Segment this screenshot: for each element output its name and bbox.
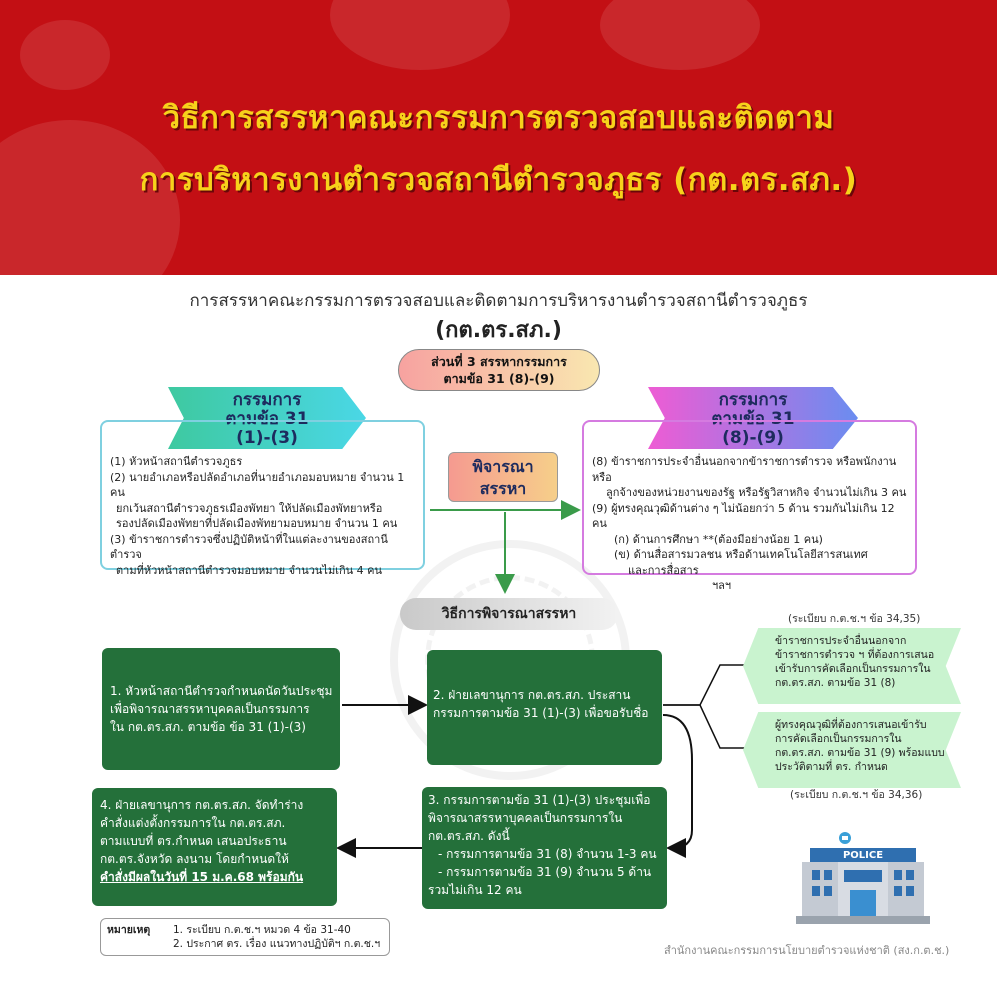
ribbon-item-9: ผู้ทรงคุณวุฒิที่ต้องการเสนอเข้ารับ การคั… bbox=[743, 712, 961, 788]
ribbon2-line: กต.ตร.สภ. ตามข้อ 31 (9) พร้อมแบบ bbox=[775, 747, 945, 759]
left-committee-banner: กรรมการ ตามข้อ 31 (1)-(3) bbox=[168, 387, 366, 449]
diagram-title: การสรรหาคณะกรรมการตรวจสอบและติดตามการบริ… bbox=[189, 291, 808, 311]
left-item: (3) ข้าราชการตำรวจซึ่งปฏิบัติหน้าที่ในแต… bbox=[110, 532, 388, 562]
banner-title-line1: วิธีการสรรหาคณะกรรมการตรวจสอบและติดตาม bbox=[162, 100, 835, 136]
step3-line: กต.ตร.สภ. ดังนี้ bbox=[428, 829, 510, 843]
right-committee-banner: กรรมการ ตามข้อ 31 (8)-(9) bbox=[648, 387, 858, 449]
step3-box: 3. กรรมการตามข้อ 31 (1)-(3) ประชุมเพื่อ … bbox=[422, 787, 667, 909]
step1-box: 1. หัวหน้าสถานีตำรวจกำหนดนัดวันประชุม เพ… bbox=[102, 648, 340, 770]
note-label: หมายเหตุ bbox=[107, 924, 151, 936]
ref-top: (ระเบียบ ก.ต.ช.ฯ ข้อ 34,35) bbox=[788, 613, 921, 625]
step2-box: 2. ฝ่ายเลขานุการ กต.ตร.สภ. ประสาน กรรมกา… bbox=[427, 650, 662, 765]
ribbon1-line: ข้าราชการประจำอื่นนอกจาก bbox=[775, 635, 907, 647]
left-committee-box: (1) หัวหน้าสถานีตำรวจภูธร (2) นายอำเภอหร… bbox=[100, 420, 425, 577]
step4-effective-date: คำสั่งมีผลในวันที่ 15 ม.ค.68 พร้อมกัน bbox=[100, 870, 304, 884]
right-item: และการสื่อสาร bbox=[628, 563, 699, 577]
step4-line: คำสั่งแต่งตั้งกรรมการใน กต.ตร.สภ. bbox=[100, 816, 286, 830]
note-box: หมายเหตุ 1. ระเบียบ ก.ต.ช.ฯ หมวด 4 ข้อ 3… bbox=[100, 918, 390, 956]
step1-line: ใน กต.ตร.สภ. ตามข้อ ข้อ 31 (1)-(3) bbox=[110, 720, 306, 734]
step4-box: 4. ฝ่ายเลขานุการ กต.ตร.สภ. จัดทำร่าง คำส… bbox=[92, 788, 337, 906]
part3-line1: ส่วนที่ 3 สรรหากรรมการ bbox=[431, 354, 567, 369]
right-banner-line3: (8)-(9) bbox=[722, 428, 784, 448]
note-item: 1. ระเบียบ ก.ต.ช.ฯ หมวด 4 ข้อ 31-40 bbox=[173, 924, 351, 936]
step1-line: เพื่อพิจารณาสรรหาบุคคลเป็นกรรมการ bbox=[110, 702, 310, 716]
step3-line: - กรรมการตามข้อ 31 (8) จำนวน 1-3 คน bbox=[438, 847, 657, 861]
left-item: รองปลัดเมืองพัทยาที่ปลัดเมืองพัทยามอบหมา… bbox=[116, 517, 398, 530]
step3-line: พิจารณาสรรหาบุคคลเป็นกรรมการใน bbox=[428, 811, 623, 825]
step4-line: ตามแบบที่ ตร.กำหนด เสนอประธาน bbox=[100, 834, 287, 848]
part3-line2: ตามข้อ 31 (8)-(9) bbox=[443, 371, 555, 386]
step3-line: - กรรมการตามข้อ 31 (9) จำนวน 5 ด้าน bbox=[438, 865, 652, 879]
step3-line: 3. กรรมการตามข้อ 31 (1)-(3) ประชุมเพื่อ bbox=[428, 793, 651, 807]
left-item: (2) นายอำเภอหรือปลัดอำเภอที่นายอำเภอมอบห… bbox=[110, 470, 405, 500]
right-banner-line1: กรรมการ bbox=[718, 390, 788, 410]
ribbon1-line: กต.ตร.สภ. ตามข้อ 31 (8) bbox=[775, 677, 896, 689]
step3-line: รวมไม่เกิน 12 คน bbox=[428, 883, 522, 897]
ribbon1-line: ข้าราชการตำรวจ ฯ ที่ต้องการเสนอ bbox=[775, 649, 935, 661]
step4-line: กต.ตร.จังหวัด ลงนาม โดยกำหนดให้ bbox=[100, 852, 289, 866]
police-station-icon: POLICE bbox=[788, 828, 938, 928]
step4-line: 4. ฝ่ายเลขานุการ กต.ตร.สภ. จัดทำร่าง bbox=[100, 798, 304, 812]
consider-line2: สรรหา bbox=[479, 479, 527, 498]
banner-title-line2: การบริหารงานตำรวจสถานีตำรวจภูธร (กต.ตร.ส… bbox=[139, 162, 858, 198]
ribbon-item-8: ข้าราชการประจำอื่นนอกจาก ข้าราชการตำรวจ … bbox=[743, 628, 961, 704]
left-item: ยกเว้นสถานีตำรวจภูธรเมืองพัทยา ให้ปลัดเม… bbox=[116, 501, 383, 515]
diagram-subtitle: (กต.ตร.สภ.) bbox=[435, 318, 562, 343]
right-item: ลูกจ้างของหน่วยงานของรัฐ หรือรัฐวิสาหกิจ… bbox=[606, 486, 907, 499]
header-banner: วิธีการสรรหาคณะกรรมการตรวจสอบและติดตาม ก… bbox=[0, 0, 997, 275]
right-committee-box: (8) ข้าราชการประจำอื่นนอกจากข้าราชการตำร… bbox=[582, 420, 917, 592]
ribbon1-line: เข้ารับการคัดเลือกเป็นกรรมการใน bbox=[775, 663, 931, 675]
step2-line: 2. ฝ่ายเลขานุการ กต.ตร.สภ. ประสาน bbox=[433, 688, 631, 702]
footer-credit: สำนักงานคณะกรรมการนโยบายตำรวจแห่งชาติ (ส… bbox=[664, 944, 950, 957]
step2-line: กรรมการตามข้อ 31 (1)-(3) เพื่อขอรับชื่อ bbox=[433, 706, 649, 720]
right-banner-line2: ตามข้อ 31 bbox=[711, 409, 795, 429]
consider-badge: พิจารณา สรรหา bbox=[448, 452, 558, 502]
right-item: (8) ข้าราชการประจำอื่นนอกจากข้าราชการตำร… bbox=[592, 455, 897, 484]
step1-line: 1. หัวหน้าสถานีตำรวจกำหนดนัดวันประชุม bbox=[110, 684, 333, 698]
right-item: (ข) ด้านสื่อสารมวลชน หรือด้านเทคโนโลยีสา… bbox=[614, 548, 868, 561]
method-label: วิธีการพิจารณาสรรหา bbox=[400, 598, 618, 630]
police-sign: POLICE bbox=[842, 850, 884, 861]
left-banner-line1: กรรมการ bbox=[232, 390, 302, 410]
ref-bottom: (ระเบียบ ก.ต.ช.ฯ ข้อ 34,36) bbox=[790, 789, 923, 801]
left-banner-line2: ตามข้อ 31 bbox=[225, 409, 309, 429]
right-item: (ก) ด้านการศึกษา **(ต้องมีอย่างน้อย 1 คน… bbox=[614, 532, 823, 546]
left-banner-line3: (1)-(3) bbox=[236, 428, 298, 448]
part3-badge: ส่วนที่ 3 สรรหากรรมการ ตามข้อ 31 (8)-(9) bbox=[398, 349, 600, 391]
right-item-etc: ฯลฯ bbox=[712, 579, 732, 592]
note-item: 2. ประกาศ ตร. เรื่อง แนวทางปฏิบัติฯ ก.ต.… bbox=[173, 938, 381, 950]
ribbon2-line: ผู้ทรงคุณวุฒิที่ต้องการเสนอเข้ารับ bbox=[775, 719, 927, 731]
ribbon2-line: ประวัติตามที่ ตร. กำหนด bbox=[775, 761, 888, 773]
left-item: (1) หัวหน้าสถานีตำรวจภูธร bbox=[110, 455, 243, 468]
ribbon2-line: การคัดเลือกเป็นกรรมการใน bbox=[775, 733, 902, 745]
consider-line1: พิจารณา bbox=[472, 457, 534, 476]
right-item: (9) ผู้ทรงคุณวุฒิด้านต่าง ๆ ไม่น้อยกว่า … bbox=[592, 501, 895, 531]
left-item: ตามที่หัวหน้าสถานีตำรวจมอบหมาย จำนวนไม่เ… bbox=[116, 563, 383, 577]
